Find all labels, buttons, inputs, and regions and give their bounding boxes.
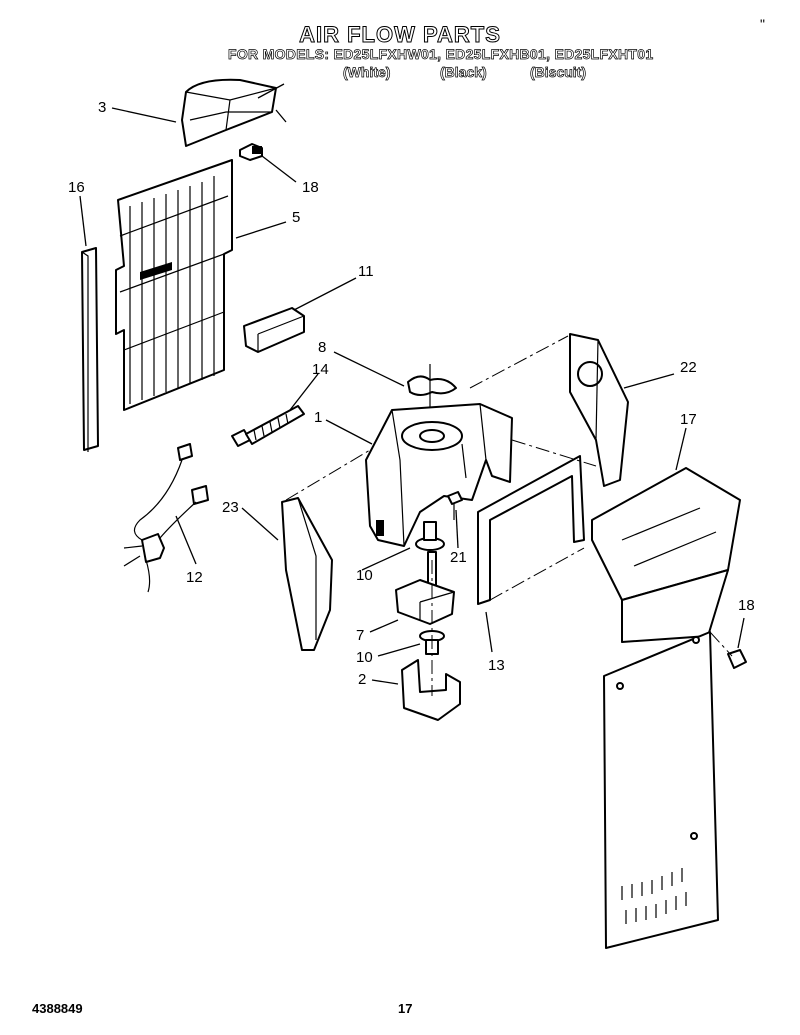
corner-mark: " <box>760 16 765 32</box>
callout-8: 8 <box>318 339 326 356</box>
callout-18-right: 18 <box>738 597 755 614</box>
models-line: FOR MODELS: ED25LFXHW01, ED25LFXHB01, ED… <box>228 46 654 63</box>
part-10-grommet-upper <box>415 521 445 551</box>
color-white-label: (White) <box>343 64 391 81</box>
callout-10-upper: 10 <box>356 567 373 584</box>
part-2-motor-bracket <box>401 659 461 721</box>
part-1-fan-housing <box>365 403 513 547</box>
callout-7: 7 <box>356 627 364 644</box>
part-16-strip <box>81 247 99 452</box>
part-8-fan-blade <box>407 364 457 410</box>
callout-12: 12 <box>186 569 203 586</box>
callout-23: 23 <box>222 499 239 516</box>
leader-lines <box>79 107 745 685</box>
assembly-lines <box>285 335 733 696</box>
callout-2: 2 <box>358 671 366 688</box>
callout-10-lower: 10 <box>356 649 373 666</box>
part-18-screw-right <box>727 649 747 669</box>
callout-18-top: 18 <box>302 179 319 196</box>
part-23-left-duct <box>281 497 333 651</box>
document-number: 4388849 <box>32 1001 83 1016</box>
part-5-grille <box>115 159 233 411</box>
part-7-motor <box>395 551 455 625</box>
callout-22: 22 <box>680 359 697 376</box>
part-11-bracket <box>243 307 305 353</box>
callout-21: 21 <box>450 549 467 566</box>
page-number: 17 <box>398 1001 413 1016</box>
part-14-heater <box>231 405 305 447</box>
part-3-duct-cover <box>181 78 287 147</box>
callout-16: 16 <box>68 179 85 196</box>
part-13-u-channel <box>477 455 585 605</box>
callout-14: 14 <box>312 361 329 378</box>
part-18-screw-top <box>239 143 263 161</box>
part-21-screw <box>447 491 463 520</box>
callout-17: 17 <box>680 411 697 428</box>
color-black-label: (Black) <box>440 64 487 81</box>
callout-5: 5 <box>292 209 300 226</box>
color-biscuit-label: (Biscuit) <box>530 64 587 81</box>
callout-1: 1 <box>314 409 322 426</box>
part-22-right-bracket <box>569 333 629 487</box>
callout-3: 3 <box>98 99 106 116</box>
part-17-rear-duct <box>591 467 741 949</box>
callout-11: 11 <box>358 263 374 280</box>
callout-13: 13 <box>488 657 505 674</box>
page-title: AIR FLOW PARTS <box>299 22 501 48</box>
part-12-wiring-harness <box>123 443 209 593</box>
